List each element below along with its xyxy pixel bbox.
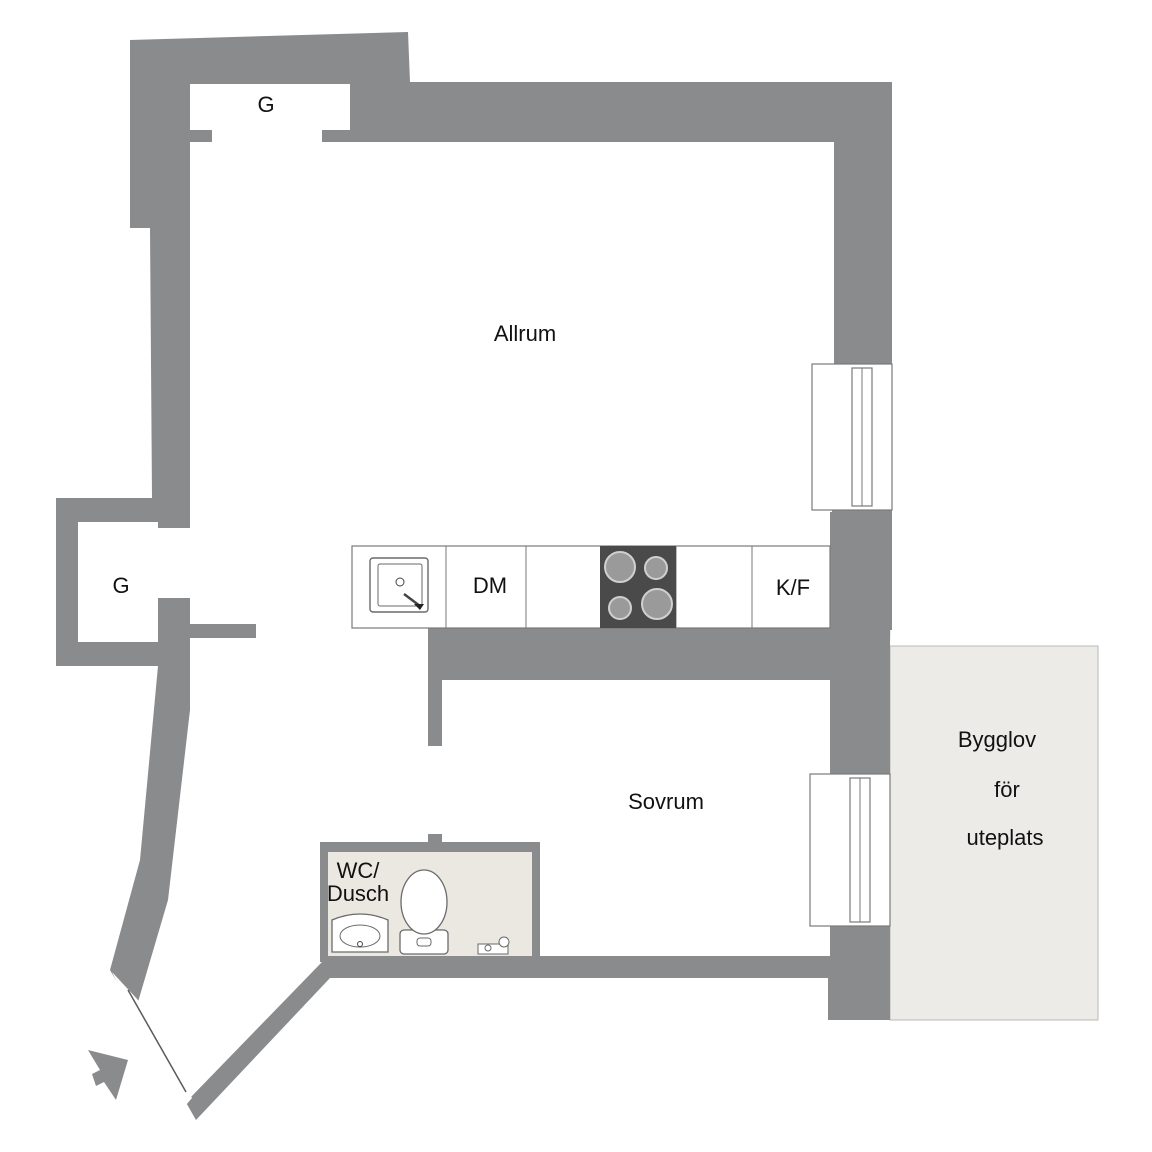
bedroom-right-wall-top xyxy=(830,630,890,774)
closet-left-wall xyxy=(190,624,256,638)
patio-area xyxy=(889,645,1099,1021)
kitchen-label-fridge: K/F xyxy=(776,575,810,600)
room-label-allrum: Allrum xyxy=(494,321,556,346)
patio-label-line3: uteplats xyxy=(966,825,1043,850)
closet-label-left: G xyxy=(112,573,129,598)
cooktop-icon xyxy=(600,546,676,628)
sovrum-window xyxy=(809,773,891,927)
room-label-wc-line1: WC/ xyxy=(337,858,381,883)
room-label-wc-line2: Dusch xyxy=(327,881,389,906)
allrum-window xyxy=(811,363,893,511)
toilet-icon xyxy=(399,869,449,955)
patio-label-line1: Bygglov xyxy=(958,727,1036,752)
closet-top-floor xyxy=(190,84,350,130)
room-label-sovrum: Sovrum xyxy=(628,789,704,814)
closet-left-opening xyxy=(156,528,192,598)
patio-label-line2: för xyxy=(994,777,1020,802)
kitchen-sink-icon xyxy=(369,557,429,613)
washbasin-icon xyxy=(331,913,389,953)
kitchen-counter xyxy=(351,545,831,629)
closet-label-top: G xyxy=(257,92,274,117)
allrum-right-wall-mid xyxy=(832,510,892,630)
shower-fixture-icon xyxy=(477,936,510,955)
kitchen-bedroom-wall xyxy=(428,628,832,746)
kitchen-label-dishwasher: DM xyxy=(473,573,507,598)
doorway-top xyxy=(212,128,322,144)
entrance-door-gap xyxy=(112,972,192,1112)
entrance-door-line xyxy=(127,989,187,1093)
entrance-arrow-icon xyxy=(88,1050,128,1100)
bedroom-right-wall-bottom xyxy=(830,926,890,1020)
